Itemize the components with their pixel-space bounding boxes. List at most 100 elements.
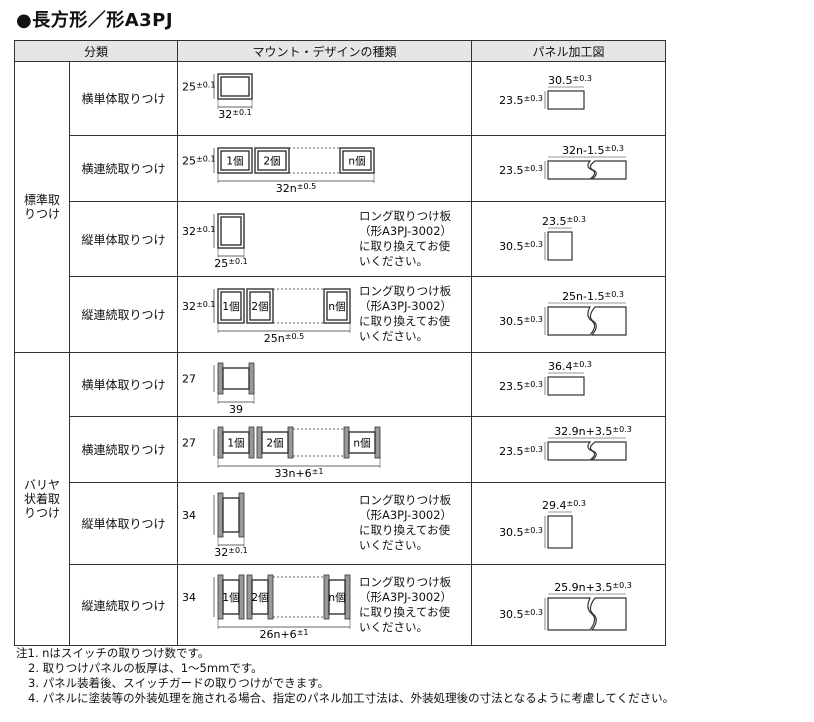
note-line: に取り換えてお使 xyxy=(359,523,451,537)
panel-cutout-right xyxy=(589,306,627,336)
note-line: に取り換えてお使 xyxy=(359,238,451,253)
unit-label: 1個 xyxy=(222,300,239,313)
width-dimension: 25n±0.5 xyxy=(264,332,304,345)
barrier-plate xyxy=(248,362,255,395)
note-line: いください。 xyxy=(359,253,428,268)
switch-body xyxy=(222,367,250,390)
panel-figure: 25.9n+3.5±0.330.5±0.3 xyxy=(499,581,632,631)
group-label: 標準取りつけ xyxy=(14,61,70,353)
switch-body xyxy=(339,147,375,174)
switch-window xyxy=(220,216,242,246)
note-line: いください。 xyxy=(359,329,428,343)
footnote-2: 2. 取りつけパネルの板厚は、1～5mmです。 xyxy=(28,661,263,675)
footnote-3: 3. パネル装着後、スイッチガードの取りつけができます。 xyxy=(28,676,330,690)
switch-body xyxy=(328,579,346,615)
height-dimension: 34 xyxy=(182,509,196,522)
note-line: いください。 xyxy=(359,538,428,552)
note-line: に取り換えてお使 xyxy=(359,314,451,328)
group-label-line: 状着取 xyxy=(23,492,60,506)
panel-figure: 23.5±0.330.5±0.3 xyxy=(499,215,586,261)
barrier-plate xyxy=(267,574,274,620)
unit-label: 1個 xyxy=(227,437,244,450)
height-dimension: 32±0.1 xyxy=(182,300,215,313)
group-label-line: りつけ xyxy=(23,506,61,520)
panel-cutout xyxy=(547,90,585,110)
switch-body xyxy=(261,431,289,454)
note-line: ロング取りつけ板 xyxy=(359,284,452,298)
panel-cutout-left xyxy=(547,596,596,631)
barrier-plate xyxy=(248,426,255,459)
switch-body xyxy=(222,579,240,615)
footnote-4: 4. パネルに塗装等の外装処理を施される場合、指定のパネル加工寸法は、外装処理後… xyxy=(28,691,675,705)
mount-figure: 32±0.125±0.1 xyxy=(182,213,248,270)
panel-height-dimension: 30.5±0.3 xyxy=(499,608,543,621)
unit-label: n個 xyxy=(328,300,345,313)
note-line: に取り換えてお使 xyxy=(359,604,451,619)
barrier-plate xyxy=(287,426,294,459)
barrier-plate xyxy=(374,426,381,459)
width-dimension: 32±0.1 xyxy=(218,108,251,121)
mount-type: 縦連続取りつけ xyxy=(69,276,178,353)
switch-body xyxy=(348,431,376,454)
switch-body xyxy=(254,147,290,174)
panel-width-dimension: 30.5±0.3 xyxy=(548,74,592,87)
barrier-plate xyxy=(344,574,351,620)
height-dimension: 27 xyxy=(182,437,196,450)
panel-figure: 29.4±0.330.5±0.3 xyxy=(499,499,586,549)
note-line: （形A3PJ-3002） xyxy=(359,508,453,522)
panel-height-dimension: 30.5±0.3 xyxy=(499,526,543,539)
switch-window xyxy=(342,150,372,171)
panel-cutout-right xyxy=(589,596,627,631)
note-line: ロング取りつけ板 xyxy=(359,493,452,507)
header-classification: 分類 xyxy=(14,40,178,62)
panel-figure: 25n-1.5±0.330.5±0.3 xyxy=(499,290,627,336)
note-line: いください。 xyxy=(359,619,428,634)
panel-cutout-right xyxy=(589,160,627,180)
note-line: （形A3PJ-3002） xyxy=(359,223,453,238)
mount-type: 横単体取りつけ xyxy=(69,61,178,136)
barrier-plate xyxy=(217,492,224,538)
mount-figure: 32±0.1 1個 2個 n個 25n±0.5 xyxy=(182,288,351,345)
panel-cutout xyxy=(547,376,585,396)
mount-type: 横連続取りつけ xyxy=(69,416,178,483)
mount-type: 縦単体取りつけ xyxy=(69,201,178,277)
unit-label: n個 xyxy=(353,437,370,450)
long-plate-note: ロング取りつけ板（形A3PJ-3002）に取り換えてお使いください。 xyxy=(359,284,467,344)
width-dimension: 32±0.1 xyxy=(214,546,247,559)
long-plate-note: ロング取りつけ板（形A3PJ-3002）に取り換えてお使いください。 xyxy=(359,493,467,553)
panel-cutout-right xyxy=(589,441,627,461)
note-line: （形A3PJ-3002） xyxy=(359,299,453,313)
note-line: ロング取りつけ板 xyxy=(359,574,452,589)
panel-height-dimension: 30.5±0.3 xyxy=(499,240,543,253)
unit-label: 2個 xyxy=(251,300,268,313)
width-dimension: 26n+6±1 xyxy=(260,628,309,641)
height-dimension: 27 xyxy=(182,373,196,386)
switch-window xyxy=(220,76,250,97)
switch-body xyxy=(323,288,351,324)
panel-cutout-left xyxy=(547,441,596,461)
group-label: バリヤ状着取りつけ xyxy=(14,352,70,646)
height-dimension: 25±0.1 xyxy=(182,155,215,168)
unit-label: 1個 xyxy=(226,155,243,168)
panel-height-dimension: 23.5±0.3 xyxy=(499,445,543,458)
width-dimension: 25±0.1 xyxy=(214,257,247,270)
switch-window xyxy=(249,291,271,321)
switch-window xyxy=(326,291,348,321)
mount-figure: 25±0.132±0.1 xyxy=(182,73,253,121)
unit-label: 1個 xyxy=(222,591,239,604)
switch-body xyxy=(217,213,245,249)
panel-figure: 30.5±0.323.5±0.3 xyxy=(499,74,592,110)
